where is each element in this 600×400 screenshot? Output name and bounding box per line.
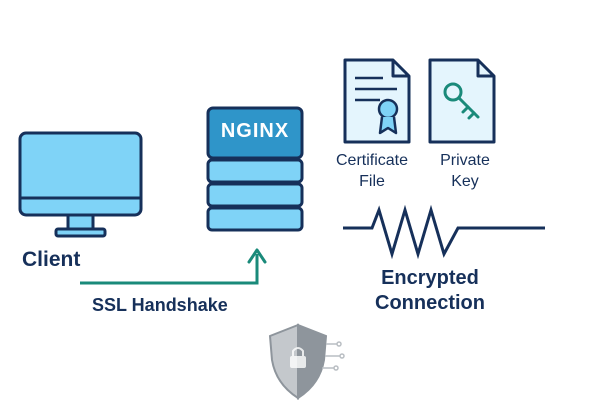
key-document-icon bbox=[428, 58, 496, 144]
server-brand-label: NGINX bbox=[220, 120, 290, 142]
handshake-label: SSL Handshake bbox=[92, 295, 228, 315]
certificate-label: Certificate File bbox=[335, 152, 409, 190]
encrypted-connection-label: Encrypted Connection bbox=[375, 267, 485, 314]
encrypted-signal-line bbox=[343, 204, 545, 260]
handshake-arrow bbox=[80, 248, 267, 285]
server-stack-icon bbox=[206, 106, 304, 232]
private-key-label: Private Key bbox=[440, 152, 490, 190]
monitor-icon bbox=[18, 131, 143, 238]
client-label: Client bbox=[22, 248, 81, 271]
shield-lock-icon bbox=[268, 323, 345, 400]
certificate-document-icon bbox=[343, 58, 411, 144]
